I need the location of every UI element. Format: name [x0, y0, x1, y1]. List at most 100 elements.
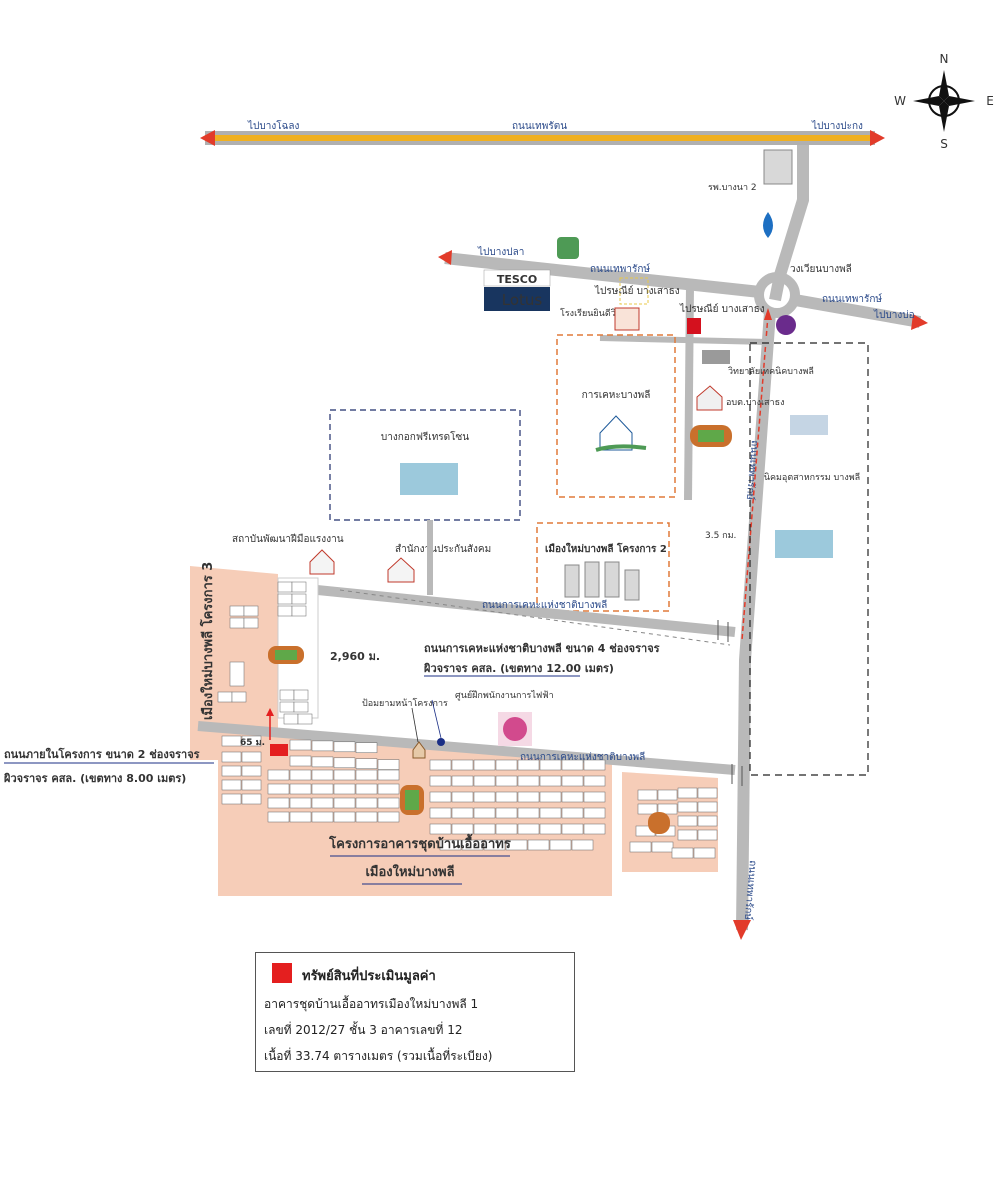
building-footprint	[483, 839, 506, 851]
building-footprint	[583, 759, 606, 771]
top-left-destination: ไปบางโฉลง	[247, 119, 300, 132]
building-footprint	[311, 756, 334, 768]
building-footprint	[333, 811, 356, 823]
building-footprint	[697, 829, 718, 841]
welfare-road-lower	[197, 721, 736, 775]
building-footprint	[561, 807, 584, 819]
building-footprint	[289, 783, 312, 795]
hospital-label: รพ.บางนา 2	[708, 183, 757, 193]
college-icon	[702, 350, 730, 364]
hospital-icon	[763, 149, 793, 185]
building-footprint	[451, 775, 474, 787]
vertical-road-label-south: ถนนเทพารักษ์	[742, 860, 759, 921]
district-office-icon	[696, 385, 723, 411]
distance-line	[741, 314, 769, 641]
building-footprint	[355, 742, 378, 753]
building-footprint	[637, 789, 658, 801]
building-footprint	[289, 811, 312, 823]
building-footprint	[495, 791, 518, 803]
legend-line-1: อาคารชุดบ้านเอื้ออาทรเมืองใหม่บางพลี 1	[264, 997, 479, 1011]
industrial-icon-top	[790, 415, 828, 435]
building-footprint	[377, 759, 400, 770]
new-town-2-label: เมืองใหม่บางพลี โครงการ 2	[545, 542, 667, 555]
compass-rose-icon	[913, 70, 975, 132]
social-security-label: สำนักงานประกันสังคม	[395, 544, 491, 555]
housing-authority-label: การเคหะบางพลี	[582, 389, 651, 401]
building-footprint	[495, 823, 518, 835]
distance-35-label: 3.5 กม.	[705, 531, 736, 541]
post-box-icon	[687, 318, 701, 334]
building-footprint	[527, 839, 550, 851]
roundabout-label: วงเวียนบางพลี	[790, 263, 852, 275]
building-footprint	[473, 807, 496, 819]
building-footprint	[355, 758, 378, 769]
compass-north: N	[940, 52, 949, 66]
building-footprint	[267, 811, 290, 823]
building-footprint	[539, 775, 562, 787]
new-town-2-zone	[536, 522, 670, 612]
building-footprint	[495, 775, 518, 787]
mid-left-destination: ไปบางปลา	[477, 246, 524, 258]
training-center-label: ศูนย์ฝึกพนักงานการไฟฟ้า	[455, 689, 554, 701]
industrial-estate-label: นิคมอุตสาหกรรม บางพลี	[764, 472, 860, 483]
building-footprint	[677, 787, 698, 799]
building-footprint	[473, 823, 496, 835]
new-town-3-label: เมืองใหม่บางพลี โครงการ 3	[199, 562, 216, 720]
factory-icon	[400, 463, 458, 495]
compass-south: S	[940, 137, 948, 151]
guard-post-label: ป้อมยามหน้าโครงการ	[362, 698, 448, 709]
building-footprint	[333, 797, 356, 809]
building-footprint	[333, 769, 356, 781]
building-footprint	[377, 797, 400, 809]
building-footprint	[311, 740, 334, 752]
main-road-note-sub: ผิวจราจร คสล. (เขตทาง 12.00 เมตร)	[423, 662, 614, 675]
post-office-label-1: ไปรษณีย์ บางเสาธง	[594, 285, 680, 297]
building-footprint	[583, 807, 606, 819]
building-footprint	[439, 839, 462, 851]
temple-icon	[776, 315, 796, 335]
building-footprint	[495, 759, 518, 771]
freezone-zone	[329, 409, 521, 521]
building-footprint	[333, 741, 356, 753]
building-footprint	[517, 807, 540, 819]
building-footprint	[657, 789, 678, 801]
main-project-blocks	[221, 735, 606, 851]
industrial-icon-bottom	[775, 530, 833, 558]
building-footprint	[561, 823, 584, 835]
building-footprint	[561, 791, 584, 803]
building-footprint	[677, 815, 698, 827]
compass-west: W	[894, 94, 906, 108]
mid-east-arrow-icon	[911, 314, 928, 330]
highway-top	[200, 130, 885, 146]
building-footprint	[267, 783, 290, 795]
building-footprint	[241, 765, 262, 777]
building-footprint	[221, 765, 242, 777]
building-footprint	[657, 803, 678, 815]
welfare-road-upper-label: ถนนการเคหะแห่งชาติบางพลี	[482, 599, 607, 611]
legend-swatch-icon	[272, 963, 292, 983]
building-footprint	[473, 791, 496, 803]
building-footprint	[333, 783, 356, 795]
mid-road-west	[444, 252, 761, 298]
building-footprint	[355, 797, 378, 809]
building-footprint	[429, 775, 452, 787]
building-footprint	[629, 841, 652, 853]
building-footprint	[377, 811, 400, 823]
project-name-2: เมืองใหม่บางพลี	[365, 863, 454, 880]
legend: ทรัพย์สินที่ประเมินมูลค่า อาคารชุดบ้านเอ…	[255, 952, 575, 1072]
building-footprint	[429, 759, 452, 771]
building-footprint	[241, 793, 262, 805]
skill-institute-label: สถาบันพัฒนาฝีมือแรงงาน	[232, 533, 344, 545]
building-footprint	[289, 739, 312, 751]
building-footprint	[451, 823, 474, 835]
building-footprint	[289, 797, 312, 809]
building-footprint	[355, 769, 378, 781]
mid-road-east	[793, 294, 922, 328]
building-footprint	[377, 769, 400, 781]
legend-line-2: เลขที่ 2012/27 ชั้น 3 อาคารเลขที่ 12	[264, 1023, 463, 1037]
building-footprint	[495, 807, 518, 819]
building-footprint	[429, 823, 452, 835]
building-footprint	[671, 847, 694, 859]
stadium-icon-east	[648, 812, 670, 834]
